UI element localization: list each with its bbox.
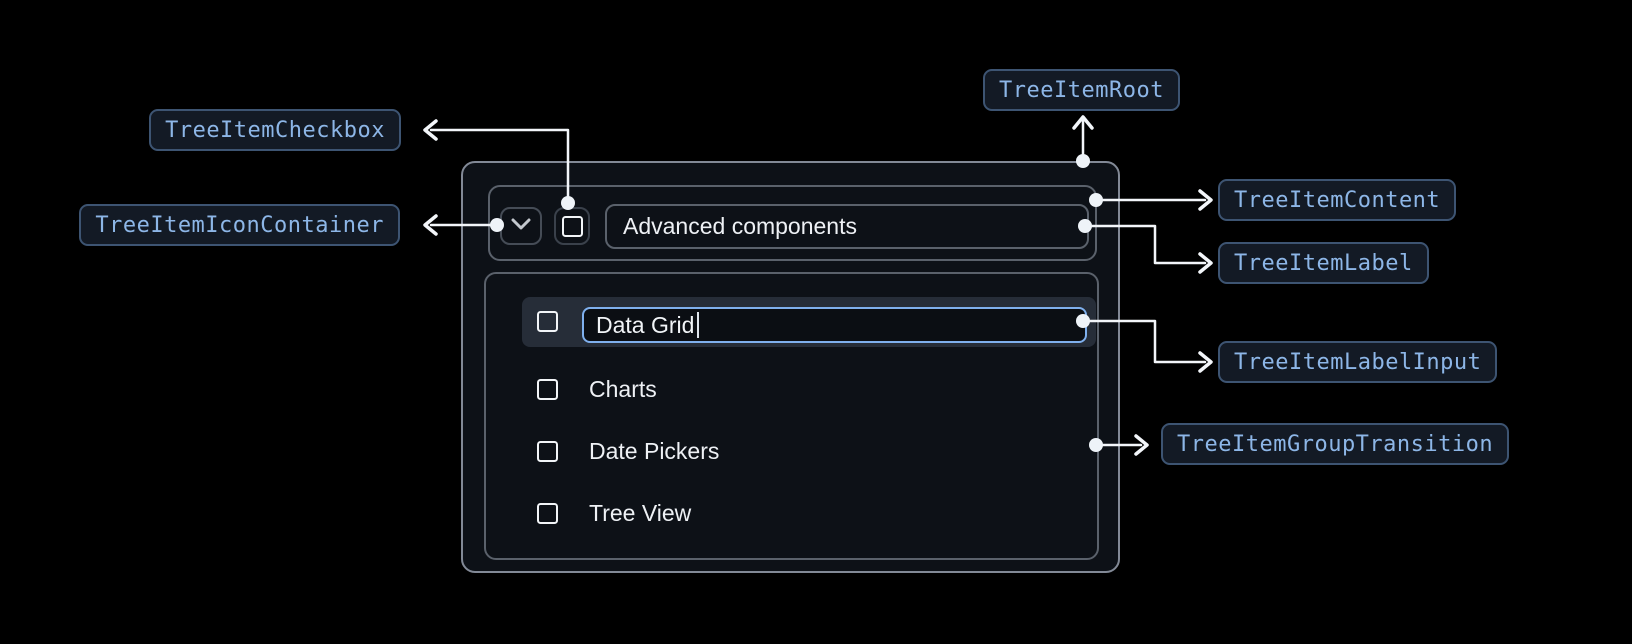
tree-item-group-transition: Data Grid Charts Date Pickers Tree View xyxy=(484,272,1099,560)
tree-item-label-input[interactable]: Data Grid xyxy=(582,307,1087,343)
badge-tree-item-label: TreeItemLabel xyxy=(1218,242,1429,284)
checkbox-unchecked-icon[interactable] xyxy=(537,440,558,462)
badge-label: TreeItemLabel xyxy=(1234,250,1413,276)
checkbox-unchecked-icon[interactable] xyxy=(537,378,558,400)
badge-tree-item-root: TreeItemRoot xyxy=(983,69,1180,111)
badge-label: TreeItemRoot xyxy=(999,77,1164,103)
tree-item-root: Advanced components Data Grid Charts Dat… xyxy=(461,161,1120,573)
label-input-value: Data Grid xyxy=(596,311,695,338)
badge-label: TreeItemCheckbox xyxy=(165,117,385,143)
tree-item-label: Tree View xyxy=(589,499,692,526)
tree-item-label: Date Pickers xyxy=(589,437,720,464)
badge-label: TreeItemIconContainer xyxy=(95,212,384,238)
badge-tree-item-content: TreeItemContent xyxy=(1218,179,1457,221)
badge-tree-item-checkbox: TreeItemCheckbox xyxy=(149,109,401,151)
tree-row[interactable]: Tree View xyxy=(537,488,691,538)
tree-item-label: Advanced components xyxy=(605,204,1089,249)
tree-item-checkbox[interactable] xyxy=(554,207,590,245)
tree-item-icon-container[interactable] xyxy=(500,207,542,245)
badge-label: TreeItemLabelInput xyxy=(1234,349,1482,375)
badge-label: TreeItemGroupTransition xyxy=(1177,431,1494,457)
badge-tree-item-label-input: TreeItemLabelInput xyxy=(1218,341,1498,383)
tree-row[interactable]: Charts xyxy=(537,364,657,414)
checkbox-unchecked-icon[interactable] xyxy=(537,502,558,524)
tree-row[interactable]: Date Pickers xyxy=(537,426,719,476)
badge-tree-item-icon-container: TreeItemIconContainer xyxy=(79,204,400,246)
checkbox-unchecked-icon[interactable] xyxy=(537,311,558,332)
checkbox-unchecked-icon xyxy=(561,215,583,237)
tree-item-content: Advanced components xyxy=(488,185,1097,261)
tree-row-editing[interactable]: Data Grid xyxy=(522,297,1096,347)
text-cursor xyxy=(697,312,700,338)
badge-tree-item-group-transition: TreeItemGroupTransition xyxy=(1161,423,1510,465)
chevron-down-icon xyxy=(511,217,531,235)
tree-item-label: Charts xyxy=(589,375,657,402)
parent-item-label: Advanced components xyxy=(623,213,857,239)
badge-label: TreeItemContent xyxy=(1234,187,1441,213)
